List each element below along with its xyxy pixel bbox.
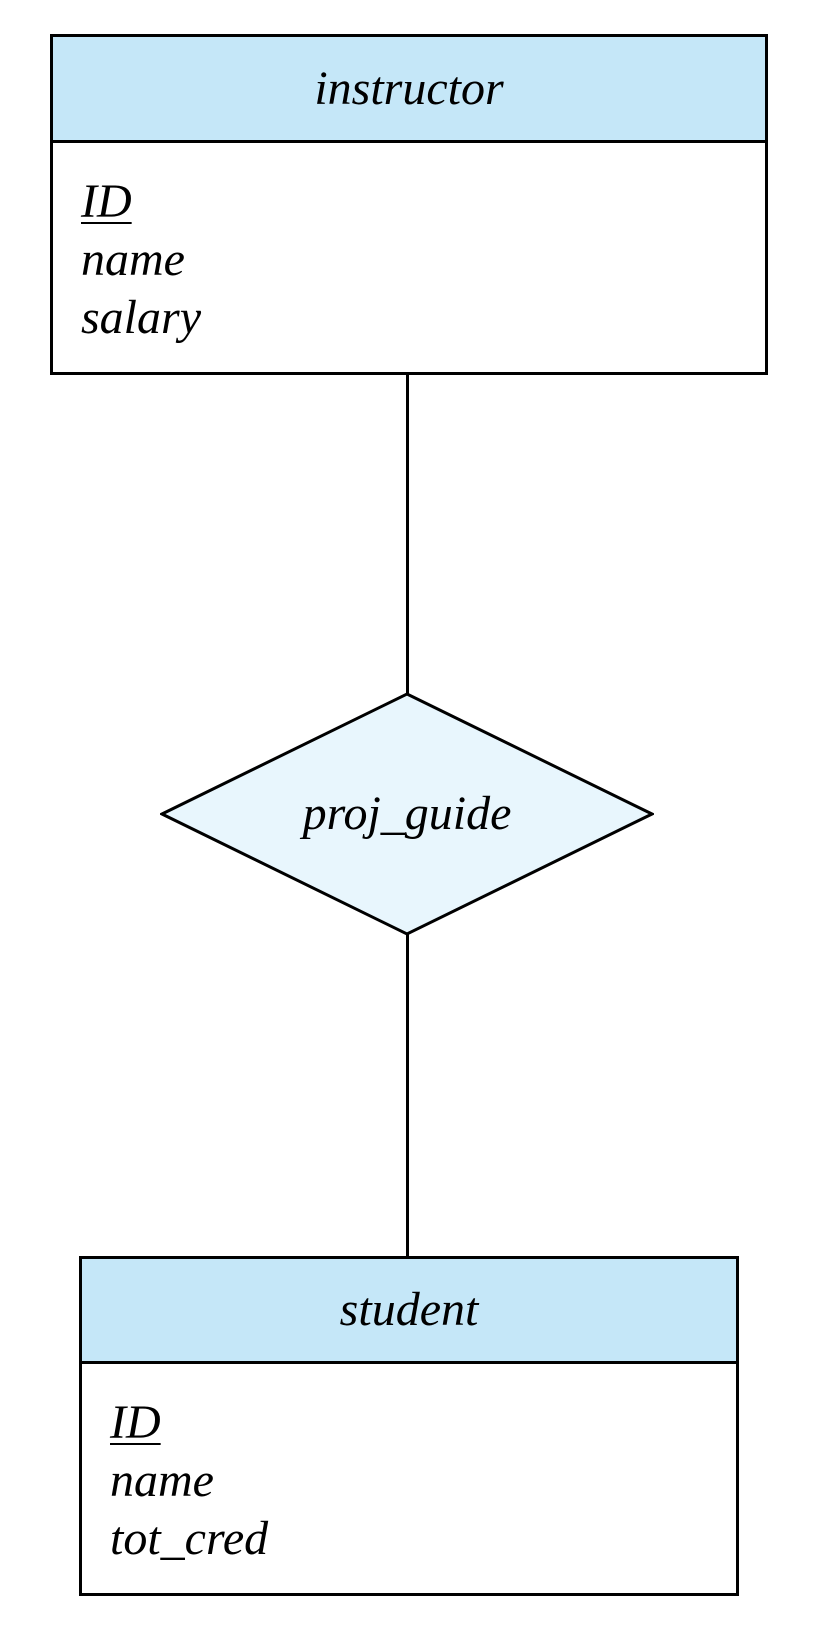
- proj-guide-relationship: proj_guide: [160, 692, 654, 936]
- proj-guide-relationship-label: proj_guide: [302, 787, 512, 840]
- student-attribute-list: ID name tot_cred: [82, 1364, 736, 1568]
- student-attribute-id: ID: [110, 1396, 161, 1449]
- instructor-entity-name: instructor: [314, 61, 504, 115]
- instructor-attribute-id: ID: [81, 175, 132, 228]
- student-entity: student ID name tot_cred: [79, 1256, 739, 1596]
- instructor-entity-header: instructor: [53, 37, 765, 143]
- relationship-diamond-shape: [160, 692, 654, 936]
- student-entity-name: student: [339, 1283, 479, 1336]
- instructor-attribute-name: name: [81, 233, 185, 286]
- instructor-relationship-connector: [406, 372, 409, 694]
- relationship-student-connector: [406, 932, 409, 1258]
- instructor-attribute-list: ID name salary: [53, 143, 765, 347]
- instructor-attribute-salary: salary: [81, 291, 201, 344]
- student-attribute-tot-cred: tot_cred: [110, 1512, 269, 1565]
- student-attribute-name: name: [110, 1454, 214, 1507]
- student-entity-header: student: [82, 1259, 736, 1364]
- instructor-entity: instructor ID name salary: [50, 34, 768, 375]
